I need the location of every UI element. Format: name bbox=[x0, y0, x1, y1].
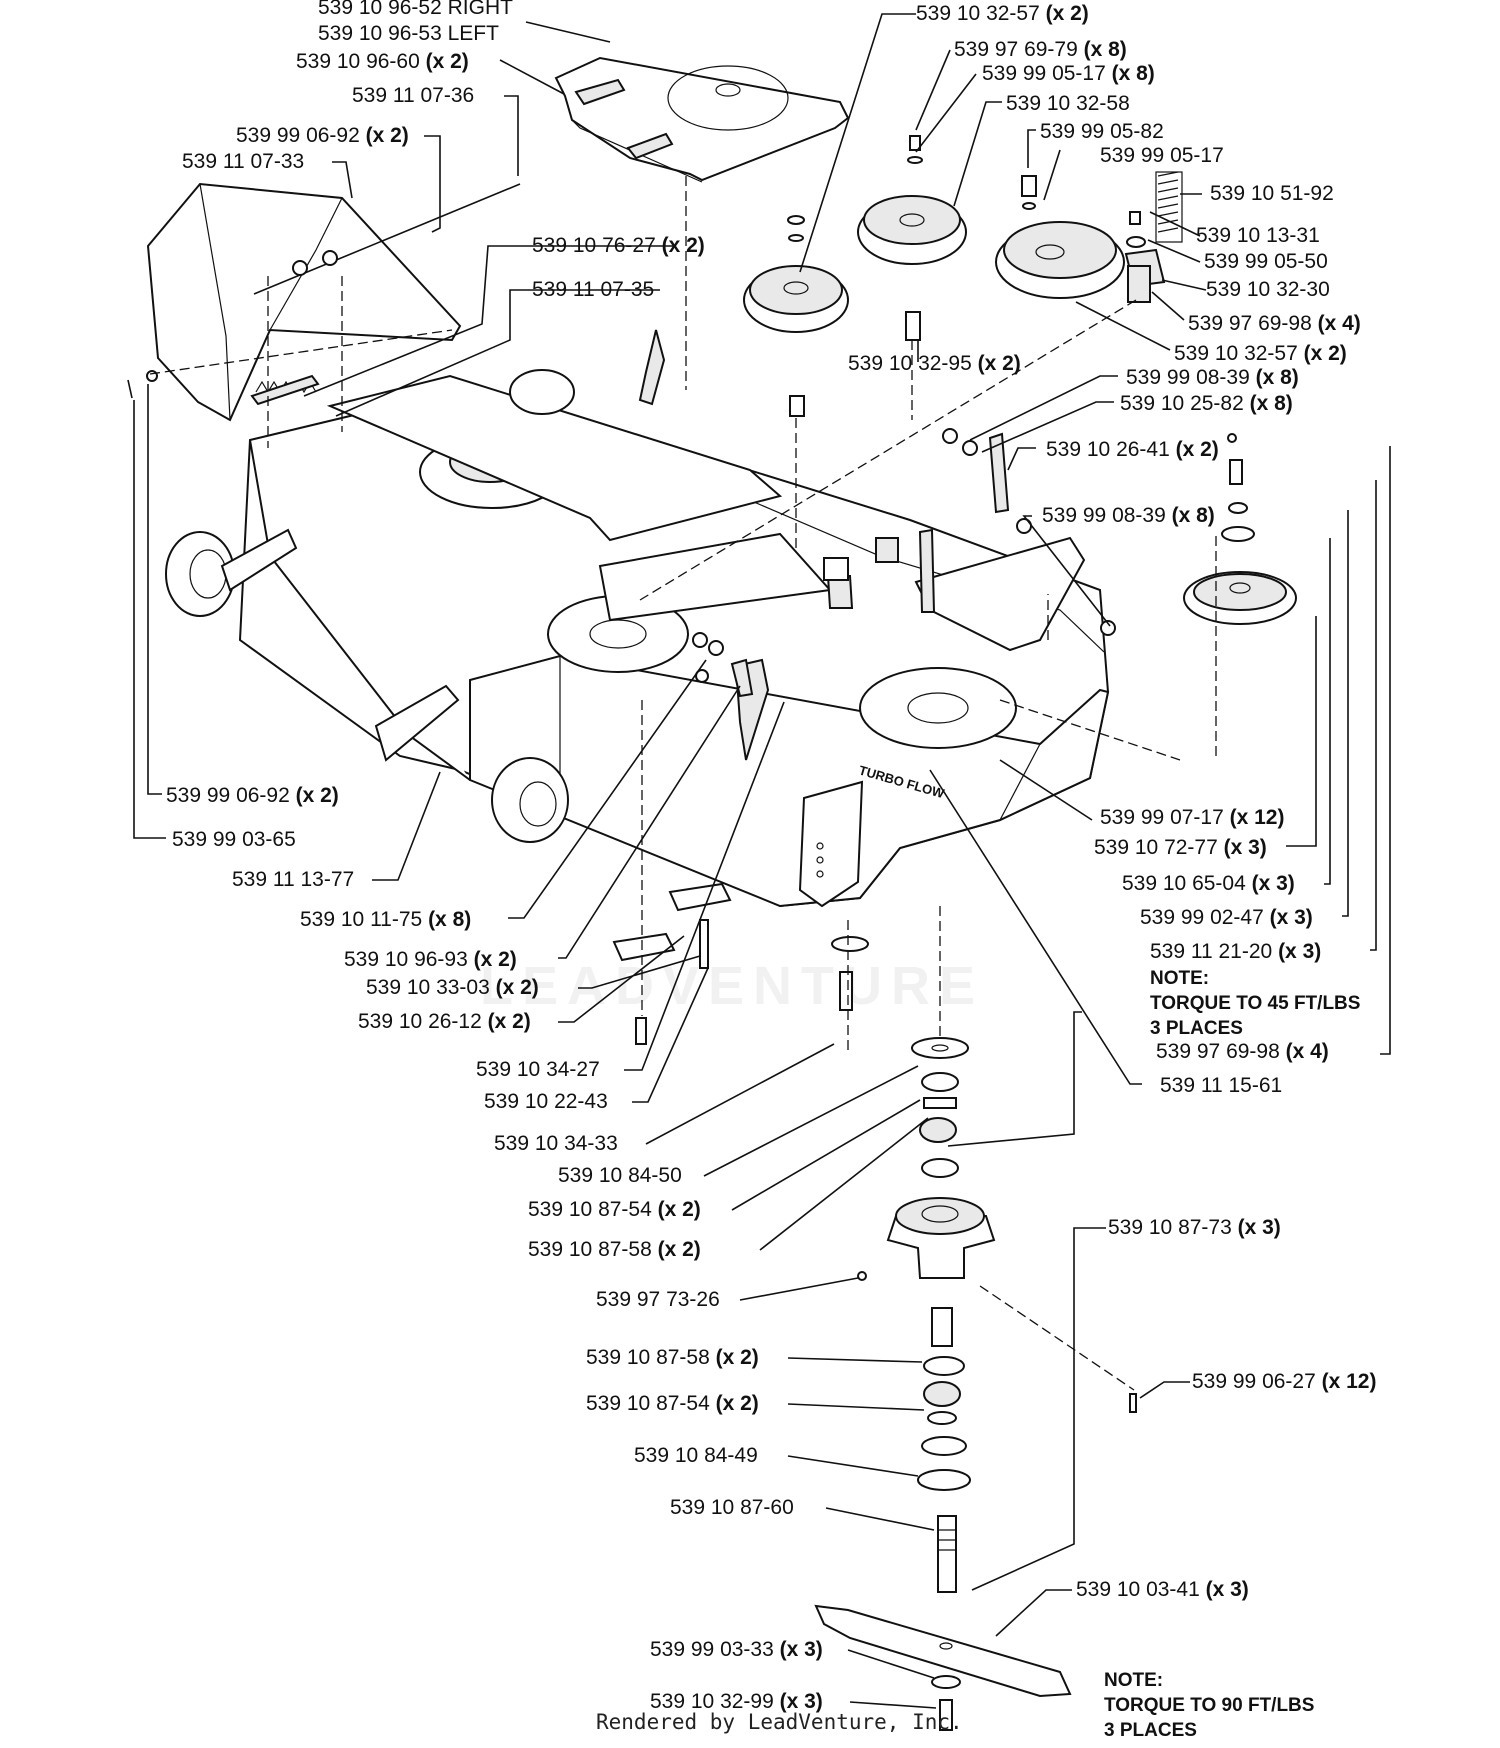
leader-lines bbox=[133, 13, 1391, 1709]
deck-hardware bbox=[692, 428, 1255, 683]
part-label-belt-cover-left: 539 10 96-53 LEFT bbox=[318, 22, 499, 45]
cotter-pin bbox=[127, 370, 158, 399]
part-label-pulley-washer: 539 10 65-04 (x 3) bbox=[1122, 872, 1295, 895]
part-label-bearing-cup-bottom: 539 10 87-58 (x 2) bbox=[586, 1346, 759, 1369]
part-label-nut-a: 539 97 69-98 (x 4) bbox=[1188, 312, 1361, 335]
part-label-discharge-chute: 539 11 07-33 bbox=[182, 150, 305, 173]
part-label-cover-clip: 539 10 96-60 (x 2) bbox=[296, 50, 469, 73]
part-label-spindle-housing: 539 10 87-73 (x 3) bbox=[1108, 1216, 1281, 1239]
idler-spacer-block bbox=[875, 537, 899, 563]
wheel-bracket-left bbox=[374, 684, 460, 762]
watermark-text: LEADVENTURE bbox=[480, 956, 985, 1016]
part-label-bolt-a: 539 99 05-82 bbox=[1040, 120, 1164, 143]
part-label-lock-washer: 539 99 02-47 (x 3) bbox=[1140, 906, 1313, 929]
part-label-blade-washer: 539 99 03-33 (x 3) bbox=[650, 1638, 823, 1661]
spindle-spacer bbox=[931, 1307, 953, 1347]
spindle-bearing-upper bbox=[919, 1072, 959, 1178]
deck-wheel-front bbox=[491, 757, 569, 843]
lower-deck-hardware bbox=[612, 882, 869, 1045]
part-label-plate: 539 10 33-03 (x 2) bbox=[366, 976, 539, 999]
part-label-locknut: 539 97 69-79 (x 8) bbox=[954, 38, 1127, 61]
spindle-washer-top bbox=[911, 1037, 969, 1059]
part-label-idler-spring: 539 10 51-92 bbox=[1210, 182, 1334, 205]
idler-hardware-stack bbox=[787, 135, 1151, 581]
part-label-nut-b: 539 99 08-39 (x 8) bbox=[1126, 366, 1299, 389]
idler-pulley-3 bbox=[995, 221, 1166, 299]
idler-spring bbox=[1155, 171, 1183, 243]
belt-cover-shield bbox=[554, 56, 850, 183]
part-label-washer-a: 539 99 05-17 (x 8) bbox=[982, 62, 1155, 85]
deck-wheel-left bbox=[165, 528, 298, 617]
part-label-bearing-cone-top: 539 10 87-54 (x 2) bbox=[528, 1198, 701, 1221]
part-label-spindle-shaft: 539 10 87-60 bbox=[670, 1496, 794, 1519]
housing-grease-fitting bbox=[857, 1271, 867, 1281]
part-label-deck-baffle: 539 11 15-61 bbox=[1160, 1074, 1283, 1097]
part-label-grease-fitting: 539 97 73-26 bbox=[596, 1288, 720, 1311]
part-label-chute-rod: 539 11 07-36 bbox=[352, 84, 475, 107]
cover-clip-left bbox=[574, 78, 626, 106]
part-label-chute-spring: 539 11 07-35 bbox=[532, 278, 655, 301]
part-label-flat-idler: 539 10 32-58 bbox=[1006, 92, 1130, 115]
deck-frame-rail bbox=[326, 374, 1086, 652]
idler-pulley-2 bbox=[857, 195, 967, 265]
part-label-bolt-d: 539 10 34-27 bbox=[476, 1058, 600, 1081]
spindle-shaft bbox=[937, 1515, 957, 1593]
wheel-bracket-front-right bbox=[798, 780, 864, 908]
cover-clip-right bbox=[626, 132, 674, 160]
chute-rod bbox=[253, 183, 521, 295]
blade-bolt-washer bbox=[931, 1675, 961, 1731]
part-label-housing-bolt: 539 99 06-27 (x 12) bbox=[1192, 1370, 1377, 1393]
part-label-idler-arm: 539 10 32-30 bbox=[1206, 278, 1330, 301]
chute-spring bbox=[250, 374, 320, 406]
part-label-washer-c: 539 99 05-50 bbox=[1204, 250, 1328, 273]
part-label-chain-link: 539 10 26-41 (x 2) bbox=[1046, 438, 1219, 461]
part-label-idler-pulley-top: 539 10 32-57 (x 2) bbox=[916, 2, 1089, 25]
part-label-bolt-c: 539 10 11-75 (x 8) bbox=[300, 908, 472, 931]
note-torque-90: NOTE: TORQUE TO 90 FT/LBS 3 PLACES bbox=[1104, 1670, 1315, 1741]
part-label-bolt-b: 539 10 25-82 (x 8) bbox=[1120, 392, 1293, 415]
part-label-idler-pulley-right: 539 10 32-57 (x 2) bbox=[1174, 342, 1347, 365]
note-torque-45: NOTE: TORQUE TO 45 FT/LBS 3 PLACES bbox=[1150, 968, 1361, 1039]
part-label-bolt-e: 539 10 34-33 bbox=[494, 1132, 618, 1155]
part-label-washer-b: 539 99 05-17 bbox=[1100, 144, 1224, 167]
part-label-deck-housing: 539 11 13-77 bbox=[232, 868, 355, 891]
part-label-bearing-cone-bottom: 539 10 87-54 (x 2) bbox=[586, 1392, 759, 1415]
part-label-blade-bolt: 539 10 32-99 (x 3) bbox=[650, 1690, 823, 1713]
part-label-pin: 539 10 26-12 (x 2) bbox=[358, 1010, 531, 1033]
part-label-idler-spacer: 539 10 32-95 (x 2) bbox=[848, 352, 1021, 375]
part-label-chute-bracket: 539 10 76-27 (x 2) bbox=[532, 234, 705, 257]
part-label-spindle-pulley: 539 10 72-77 (x 3) bbox=[1094, 836, 1267, 859]
part-label-nut-c: 539 99 08-39 (x 8) bbox=[1042, 504, 1215, 527]
deck-pulley bbox=[1183, 571, 1297, 625]
part-label-idler-bolt: 539 10 13-31 bbox=[1196, 224, 1320, 247]
part-label-mower-blade: 539 10 03-41 (x 3) bbox=[1076, 1578, 1249, 1601]
part-label-spindle-washer-top: 539 10 84-50 bbox=[558, 1164, 682, 1187]
part-label-cotter-pin: 539 99 03-65 bbox=[172, 828, 296, 851]
part-label-chain-bracket: 539 10 96-93 (x 2) bbox=[344, 948, 517, 971]
idler-pulley-1 bbox=[743, 265, 849, 333]
part-label-spindle-washer-bottom: 539 10 84-49 bbox=[634, 1444, 758, 1467]
mower-blade bbox=[814, 1604, 1072, 1698]
part-label-nut-d: 539 99 07-17 (x 12) bbox=[1100, 806, 1285, 829]
part-label-washer-left: 539 99 06-92 (x 2) bbox=[166, 784, 339, 807]
part-label-bearing-cup-top: 539 10 87-58 (x 2) bbox=[528, 1238, 701, 1261]
housing-bolt bbox=[1129, 1393, 1137, 1413]
part-label-washer-chute: 539 99 06-92 (x 2) bbox=[236, 124, 409, 147]
deck-wheel-rear bbox=[509, 369, 575, 415]
spindle-housing bbox=[886, 1197, 996, 1279]
part-label-spacer-a: 539 10 22-43 bbox=[484, 1090, 608, 1113]
spindle-bearing-lower bbox=[917, 1356, 971, 1491]
part-label-pulley-nut: 539 11 21-20 (x 3) bbox=[1150, 940, 1322, 963]
alignment-lines bbox=[149, 176, 1217, 1391]
discharge-chute bbox=[146, 182, 462, 422]
part-label-belt-cover-right: 539 10 96-52 RIGHT bbox=[318, 0, 513, 19]
part-label-nut-e: 539 97 69-98 (x 4) bbox=[1156, 1040, 1329, 1063]
footer-credit: Rendered by LeadVenture, Inc. bbox=[596, 1710, 963, 1734]
pivot-link-chains bbox=[730, 432, 1010, 698]
